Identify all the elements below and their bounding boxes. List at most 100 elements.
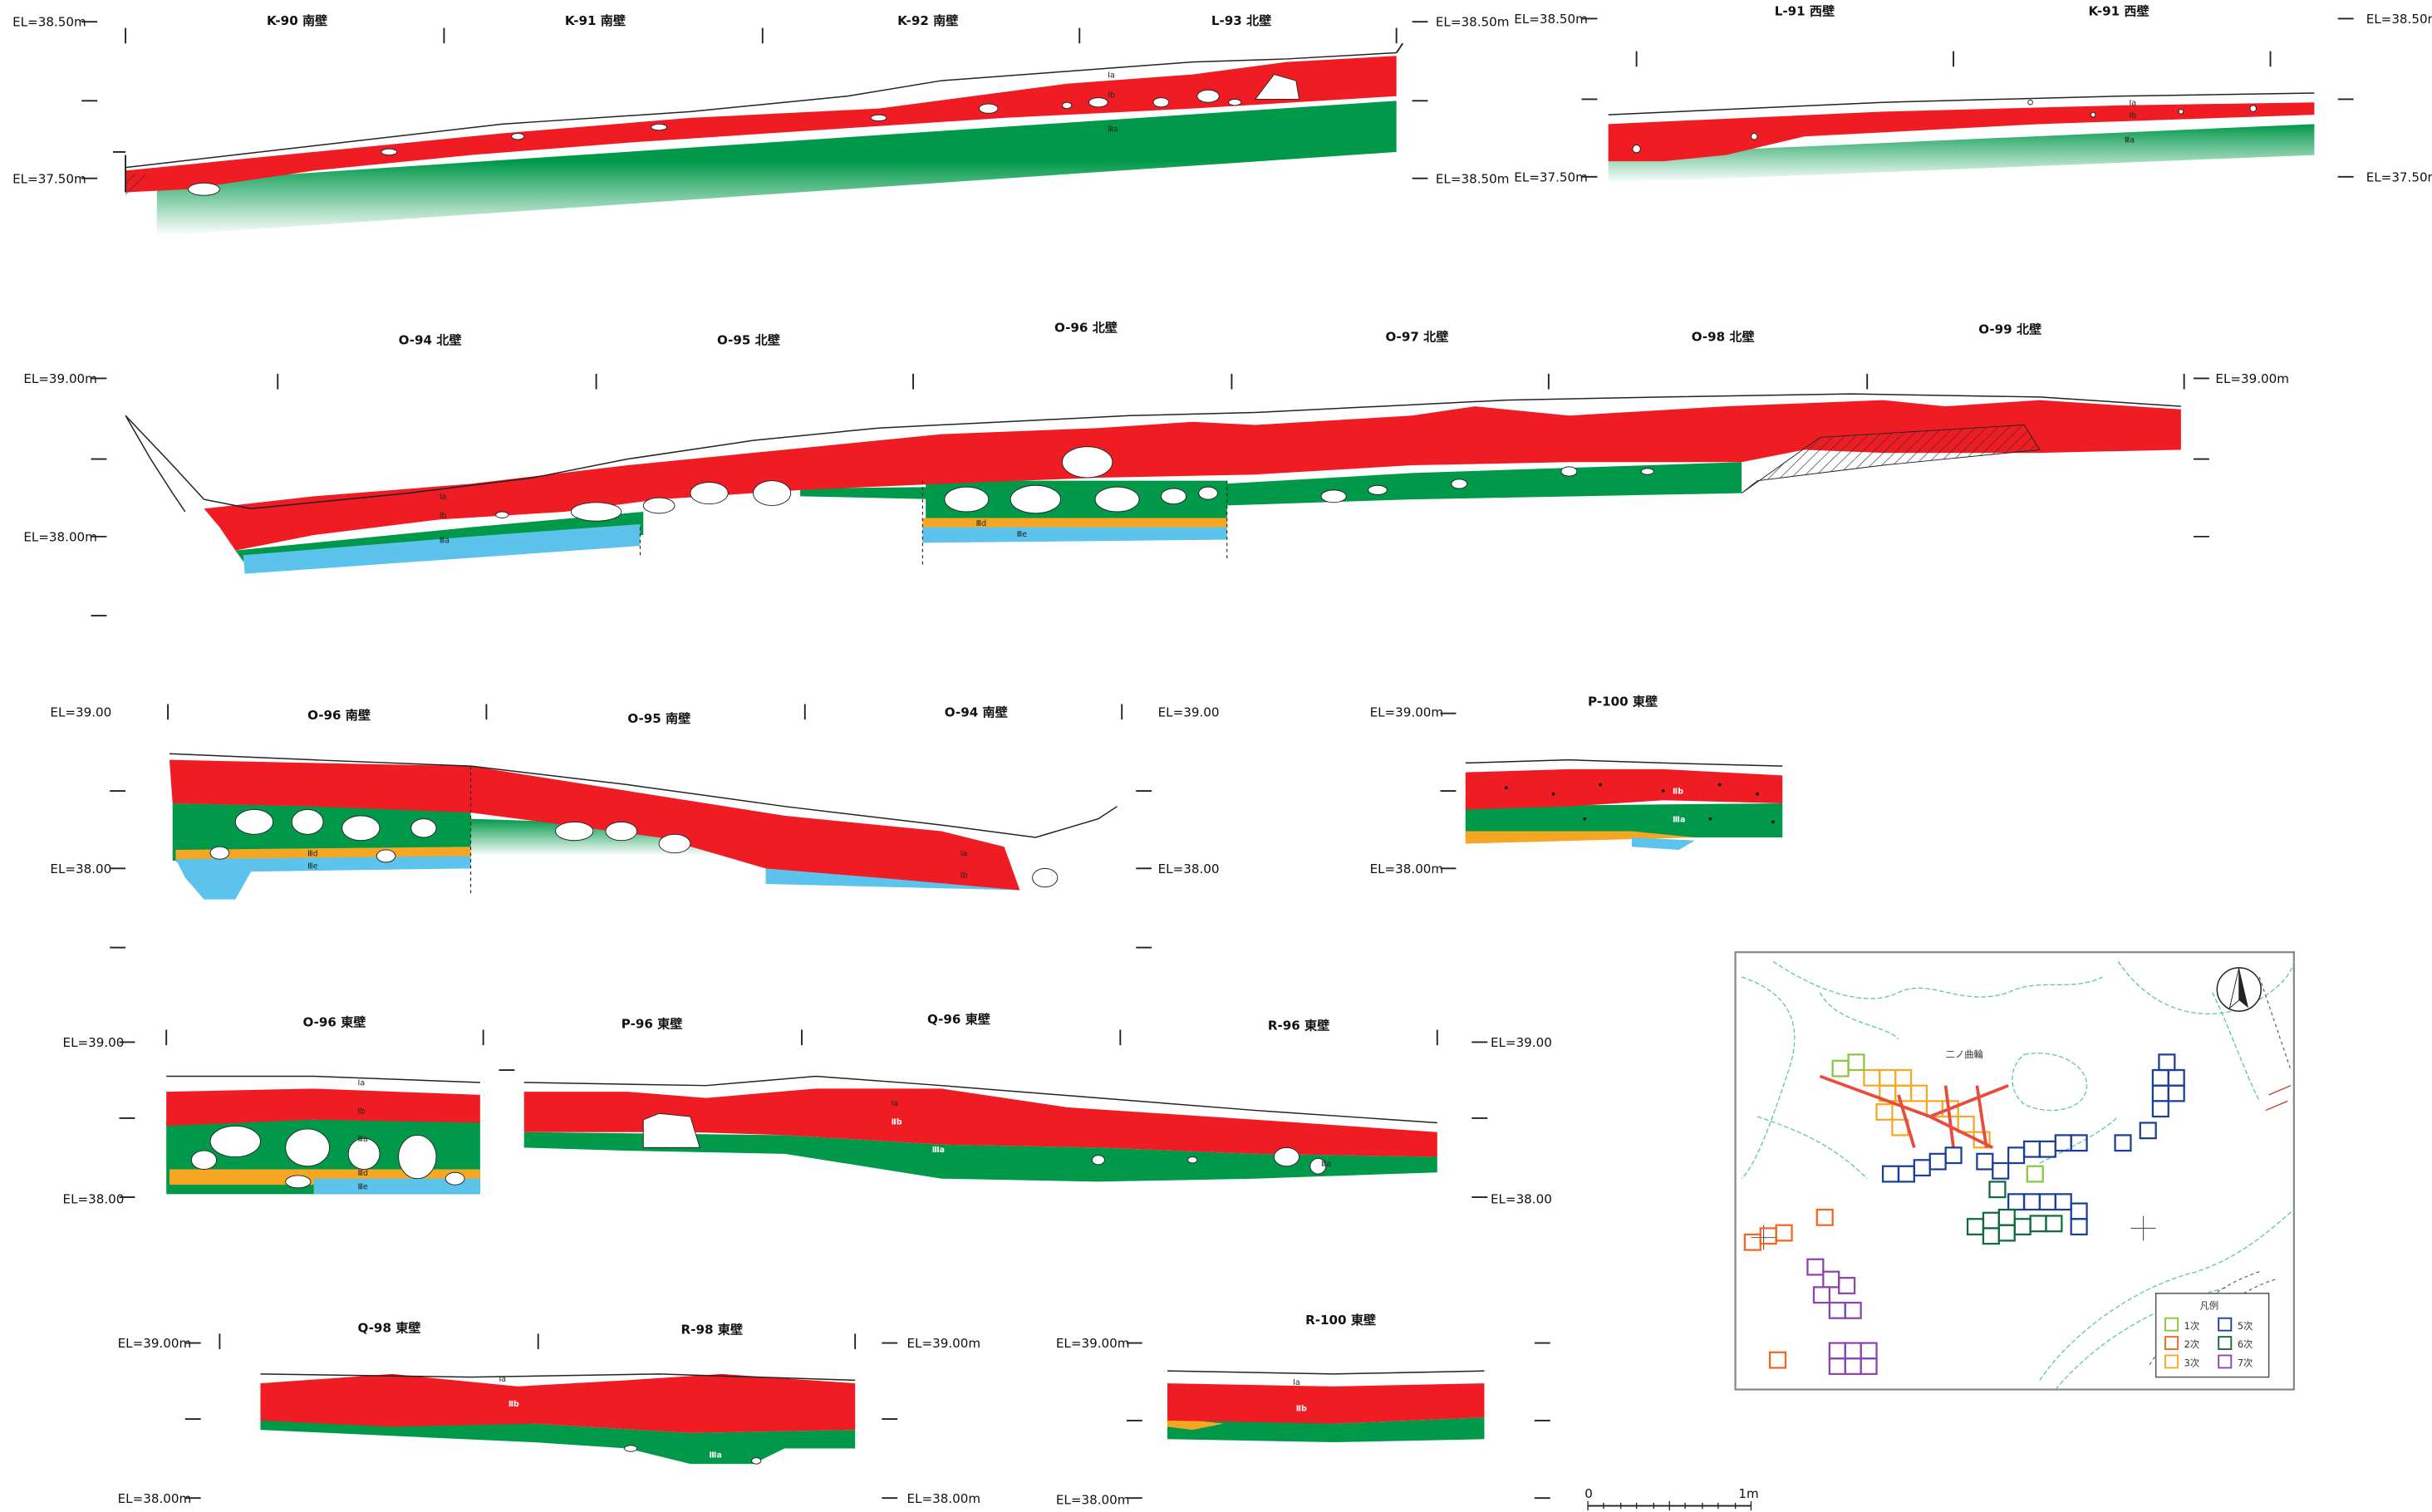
- section-title: L-93 北壁: [1211, 13, 1271, 28]
- layer-label: Ⅰa: [1108, 71, 1115, 80]
- elevation-label: EL=38.50m: [2366, 12, 2432, 27]
- layer-label: Ⅲe: [358, 1183, 369, 1192]
- section-title: O-95 南壁: [627, 711, 690, 726]
- location-map: 二ノ曲輪: [1734, 951, 2295, 1391]
- layer-label: Ⅰa: [961, 849, 968, 858]
- tick-marks: [81, 21, 1428, 179]
- elevation-label: EL=38.00: [63, 1192, 125, 1207]
- section-title: O-97 北壁: [1385, 330, 1448, 345]
- section-title: O-96 東壁: [302, 1015, 366, 1030]
- elevation-label: EL=39.00: [50, 704, 111, 719]
- layer-label: Ⅱb: [1673, 788, 1683, 797]
- elevation-label: EL=38.00m: [118, 1491, 192, 1506]
- elevation-label: EL=37.50m: [12, 171, 86, 186]
- elevation-label: EL=39.00m: [1370, 704, 1444, 719]
- layer-label: Ⅲa: [2125, 136, 2135, 145]
- section-title: Q-96 東壁: [927, 1012, 990, 1027]
- elevation-label: EL=39.00m: [118, 1336, 192, 1351]
- elevation-label: EL=38.50m: [1436, 15, 1510, 30]
- layer-label: Ⅱb: [509, 1400, 519, 1409]
- layer-label: Ⅰa: [892, 1099, 899, 1108]
- panel-q98-r98-east: Q-98 東壁 R-98 東壁 EL=39.00m EL=39.00m EL=3…: [118, 1321, 980, 1506]
- panel-o96-o94-south: O-96 南壁 O-95 南壁 O-94 南壁 EL=39.00 EL=39.0…: [50, 704, 1220, 949]
- scale-one: 1m: [1738, 1486, 1758, 1501]
- elevation-label: EL=37.50m: [1514, 169, 1588, 184]
- section-title: O-98 北壁: [1692, 330, 1755, 345]
- layer-label: Ⅰb: [1108, 91, 1115, 101]
- elevation-label: EL=39.00m: [1056, 1336, 1130, 1351]
- layer-label: Ⅱb: [892, 1117, 902, 1127]
- layer-label: Ⅰb: [358, 1107, 366, 1116]
- section-title: O-94 南壁: [945, 704, 1008, 719]
- layer-label: Ⅰb: [440, 512, 447, 521]
- elevation-label: EL=38.50m: [1436, 171, 1510, 186]
- layer-label: Ⅰa: [440, 493, 447, 502]
- layer-label: Ⅰa: [1293, 1378, 1300, 1387]
- layer-label: Ⅰa: [499, 1375, 507, 1384]
- layer-label: Ⅰa: [358, 1079, 366, 1088]
- section-title: P-100 東壁: [1588, 694, 1658, 709]
- elevation-label: EL=38.00m: [23, 530, 97, 545]
- layer-label: Ⅲd: [976, 519, 987, 528]
- legend-item-3: 3次: [2184, 1357, 2200, 1369]
- section-title: Q-98 東壁: [358, 1321, 421, 1336]
- map-legend: 凡例 1次 2次 3次 5次 6次 7次: [2154, 1293, 2270, 1378]
- elevation-label: EL=39.00m: [906, 1336, 980, 1351]
- north-arrow-icon: [2216, 967, 2262, 1012]
- section-title: O-95 北壁: [717, 332, 780, 347]
- layer-label: Ⅲa: [1108, 125, 1118, 135]
- elevation-label: EL=38.00m: [1370, 862, 1444, 876]
- layer-label: Ⅲa: [710, 1451, 722, 1460]
- elevation-label: EL=38.50m: [1514, 12, 1588, 27]
- layer-label: Ⅲd: [358, 1169, 369, 1178]
- layer-label: Ⅲd: [307, 849, 318, 858]
- map-area-label: 二ノ曲輪: [1946, 1048, 1983, 1060]
- layer-i: [125, 56, 1397, 193]
- section-title: R-98 東壁: [681, 1322, 743, 1337]
- elevation-label: EL=38.00: [50, 862, 111, 876]
- section-title: R-96 東壁: [1268, 1019, 1329, 1033]
- section-title: K-91 南壁: [565, 13, 626, 28]
- panel-l91-k91-west: L-91 西壁 K-91 西壁 EL=38.50m EL=38.50m EL=3…: [1514, 4, 2432, 185]
- legend-item-2: 2次: [2184, 1338, 2200, 1350]
- section-title: K-92 南壁: [897, 13, 958, 28]
- legend-title: 凡例: [2200, 1300, 2219, 1312]
- section-title: L-91 西壁: [1775, 4, 1835, 19]
- section-title: K-90 南壁: [267, 13, 327, 28]
- panel-o96-r96-east: O-96 東壁 P-96 東壁 Q-96 東壁 R-96 東壁 EL=39.00…: [63, 1012, 1552, 1206]
- panel-p100-east: P-100 東壁 EL=39.00m EL=38.00m Ⅱb Ⅲa: [1370, 694, 1783, 876]
- layer-label: Ⅱb: [1296, 1405, 1307, 1414]
- section-title: O-96 南壁: [307, 708, 371, 723]
- layer-label: Ⅲa: [440, 536, 450, 545]
- elevation-label: EL=39.00m: [23, 371, 97, 386]
- layer-iiia: [156, 101, 1397, 236]
- layer-label: Ⅲa: [1673, 815, 1685, 824]
- section-title: O-99 北壁: [1978, 322, 2041, 336]
- panel-r100-east: R-100 東壁 EL=39.00m EL=38.00m Ⅰa Ⅱb: [1056, 1313, 1550, 1508]
- legend-item-5: 5次: [2238, 1320, 2253, 1332]
- elevation-label: EL=38.00: [1491, 1192, 1552, 1207]
- section-title: K-91 西壁: [2088, 4, 2149, 19]
- layer-label: Ⅲe: [307, 862, 318, 871]
- section-title: O-94 北壁: [399, 332, 462, 347]
- section-title: P-96 東壁: [622, 1017, 683, 1032]
- legend-item-7: 7次: [2238, 1357, 2253, 1369]
- layer-label: Ⅰb: [961, 871, 968, 881]
- layer-label: Ⅲa: [358, 1135, 368, 1144]
- elevation-label: EL=38.50m: [12, 15, 86, 30]
- layer-label: Ⅲa: [932, 1146, 945, 1155]
- layer-label: Ⅲa: [1321, 1160, 1331, 1169]
- scale-zero: 0: [1584, 1486, 1593, 1501]
- elevation-label: EL=39.00: [1158, 704, 1220, 719]
- panel-o94-o99-north: O-94 北壁 O-95 北壁 O-96 北壁 O-97 北壁 O-98 北壁 …: [23, 321, 2289, 617]
- elevation-label: EL=38.00m: [906, 1491, 980, 1506]
- stones: [188, 74, 1300, 196]
- elevation-label: EL=39.00: [1491, 1035, 1552, 1050]
- elevation-label: EL=38.00m: [1056, 1493, 1130, 1508]
- elevation-label: EL=37.50m: [2366, 169, 2432, 184]
- layer-label: Ⅲe: [1017, 530, 1028, 539]
- section-title: R-100 東壁: [1305, 1313, 1376, 1328]
- legend-item-6: 6次: [2238, 1338, 2253, 1350]
- elevation-label: EL=39.00m: [2215, 371, 2289, 386]
